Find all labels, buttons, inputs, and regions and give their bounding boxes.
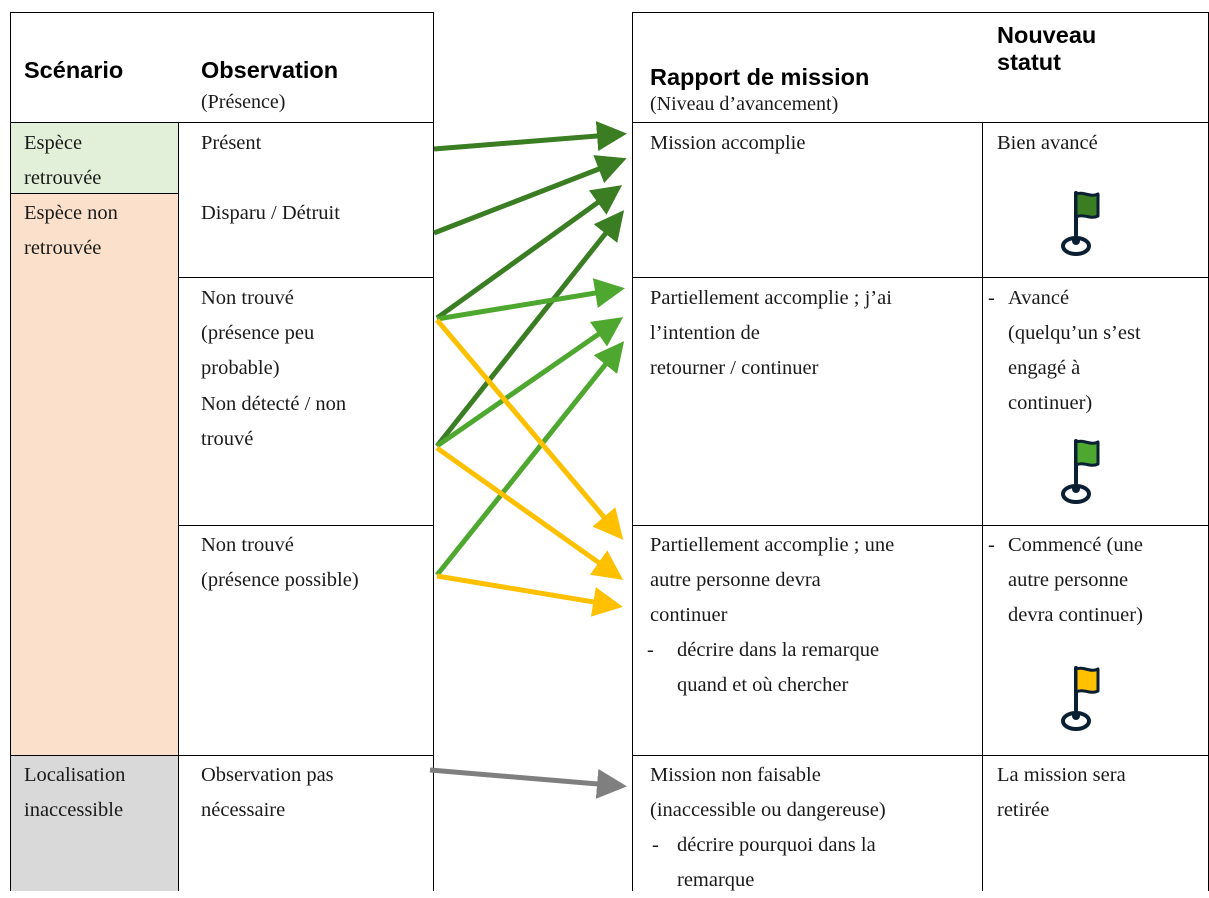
rapport-partiel-autre-bullet: - <box>647 639 654 661</box>
rapport-partiel-intention: Partiellement accomplie ; j’ai l’intenti… <box>650 287 892 379</box>
statut-commence-bullet: - <box>988 534 995 556</box>
grid-line <box>982 122 983 891</box>
grid-line <box>10 12 11 891</box>
grid-line <box>10 755 434 756</box>
grid-line <box>632 12 633 891</box>
flag-light-green-cloth <box>1074 439 1100 467</box>
header-statut: Nouveau statut <box>997 22 1097 75</box>
flag-dark-green-cloth <box>1074 191 1100 219</box>
grid-line <box>178 525 434 526</box>
scenario-non-retrouvee: Espèce non retrouvée <box>24 202 118 259</box>
grid-line <box>632 122 1209 123</box>
arrow-possible-to-partiel-autre <box>436 573 623 617</box>
scenario-bg-found <box>10 123 178 193</box>
header-scenario: Scénario <box>24 57 124 83</box>
scenario-bg-inaccessible <box>10 755 178 891</box>
grid-line <box>178 277 434 278</box>
observation-present: Présent <box>201 132 262 154</box>
header-observation-sub: (Présence) <box>201 91 286 113</box>
grid-line <box>632 277 1209 278</box>
rapport-non-faisable: Mission non faisable (inaccessible ou da… <box>650 764 886 821</box>
observation-pas-necessaire: Observation pas nécessaire <box>201 764 334 821</box>
rapport-mission-accomplie: Mission accomplie <box>650 132 806 154</box>
header-observation: Observation <box>201 57 339 83</box>
arrow-possible-to-partiel-intention <box>435 341 625 577</box>
flag-yellow-icon <box>1061 666 1100 731</box>
rapport-partiel-autre: Partiellement accomplie ; une autre pers… <box>650 534 895 626</box>
observation-disparu: Disparu / Détruit <box>201 202 340 224</box>
grid-line <box>632 525 1209 526</box>
statut-retiree: La mission sera retirée <box>997 764 1126 821</box>
arrow-peu-probable-to-partiel-intention <box>436 278 625 322</box>
arrow-non-detecte-to-partiel-autre <box>435 445 624 580</box>
grid-line <box>632 12 1209 13</box>
observation-non-trouve-possible: Non trouvé (présence possible) <box>201 534 359 591</box>
statut-commence: Commencé (une autre personne devra conti… <box>1008 534 1143 626</box>
rapport-partiel-autre-note: décrire dans la remarque quand et où che… <box>677 639 880 696</box>
statut-bien-avance: Bien avancé <box>997 132 1098 154</box>
arrow-disparu-to-accomplie <box>433 155 627 236</box>
scenario-inaccessible: Localisation inaccessible <box>24 764 126 821</box>
header-rapport: Rapport de mission <box>650 64 870 90</box>
grid-line <box>632 755 1209 756</box>
grid-line <box>10 122 434 123</box>
scenario-bg-not-found <box>10 193 178 755</box>
scenario-retrouvee: Espèce retrouvée <box>24 132 102 189</box>
grid-line <box>10 12 434 13</box>
arrow-non-detecte-to-partiel-intention <box>435 317 624 449</box>
grid-line <box>10 193 178 194</box>
statut-avance: Avancé (quelqu’un s’est engagé à continu… <box>1008 287 1141 414</box>
flag-light-green-icon <box>1061 439 1100 504</box>
arrow-present-to-accomplie <box>433 121 627 152</box>
rapport-non-faisable-note: décrire pourquoi dans la remarque <box>677 834 876 891</box>
rapport-non-faisable-bullet: - <box>652 834 659 856</box>
statut-avance-bullet: - <box>988 287 995 309</box>
flag-dark-green-icon <box>1061 191 1100 256</box>
observation-non-trouve-peu-probable: Non trouvé (présence peu probable) <box>201 287 315 379</box>
arrow-peu-probable-to-partiel-autre <box>435 318 624 540</box>
grid-line <box>178 122 179 891</box>
flag-yellow-cloth <box>1074 666 1100 694</box>
arrow-non-detecte-to-accomplie <box>435 210 625 448</box>
observation-non-detecte: Non détecté / non trouvé <box>201 393 347 450</box>
arrow-peu-probable-to-accomplie <box>435 185 623 321</box>
header-rapport-sub: (Niveau d’avancement) <box>650 93 839 115</box>
arrow-pas-necessaire-to-non-faisable <box>429 767 627 799</box>
grid-line <box>433 12 434 891</box>
